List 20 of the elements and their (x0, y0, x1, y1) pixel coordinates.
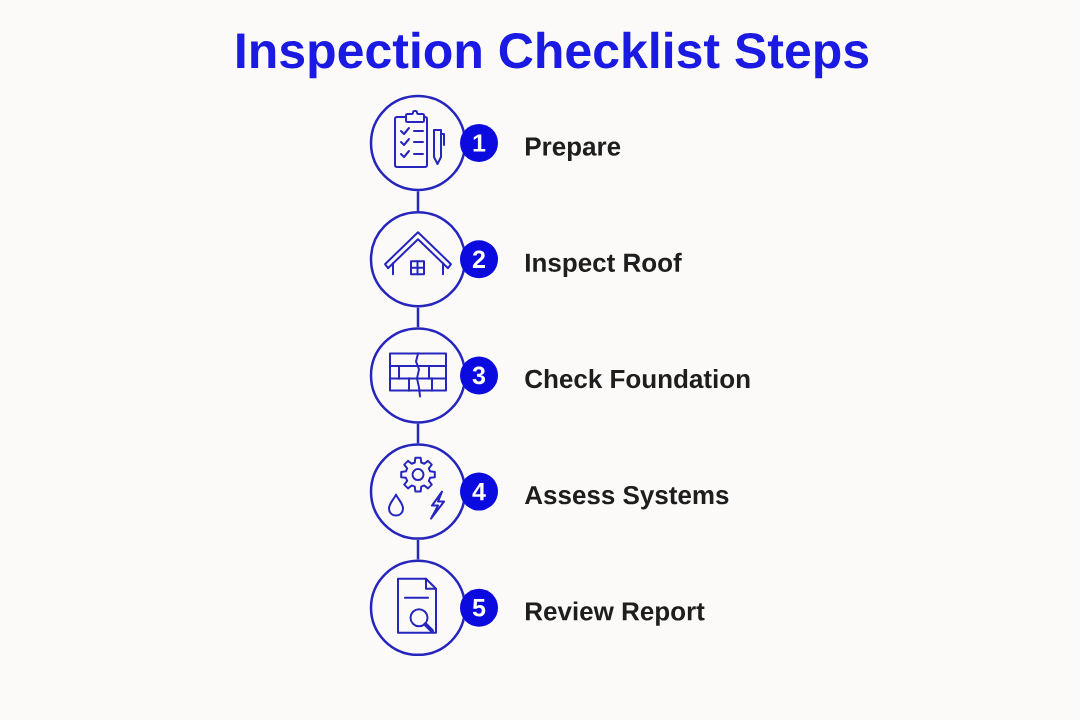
step-circle (369, 559, 467, 657)
step-circle (369, 327, 467, 424)
number-badge: 5 (460, 588, 498, 627)
title: Inspection Checklist Steps (237, 31, 869, 79)
connector-line (416, 307, 420, 328)
number-badge: 3 (460, 356, 498, 395)
connector-line (416, 539, 420, 560)
step-circle (369, 210, 467, 308)
step-label: Check Foundation (525, 369, 750, 389)
step-label: Assess Systems (524, 485, 729, 510)
number-badge: 1 (460, 124, 498, 162)
number-badge: 2 (460, 240, 498, 279)
step-label: Prepare (526, 137, 621, 161)
connector-line (416, 423, 420, 444)
step-label: Review Report (526, 601, 705, 626)
connector-line (416, 191, 420, 211)
step-circle (369, 94, 467, 192)
number-badge: 4 (460, 472, 498, 511)
step-label: Inspect Roof (526, 252, 682, 278)
step-circle (369, 443, 467, 540)
